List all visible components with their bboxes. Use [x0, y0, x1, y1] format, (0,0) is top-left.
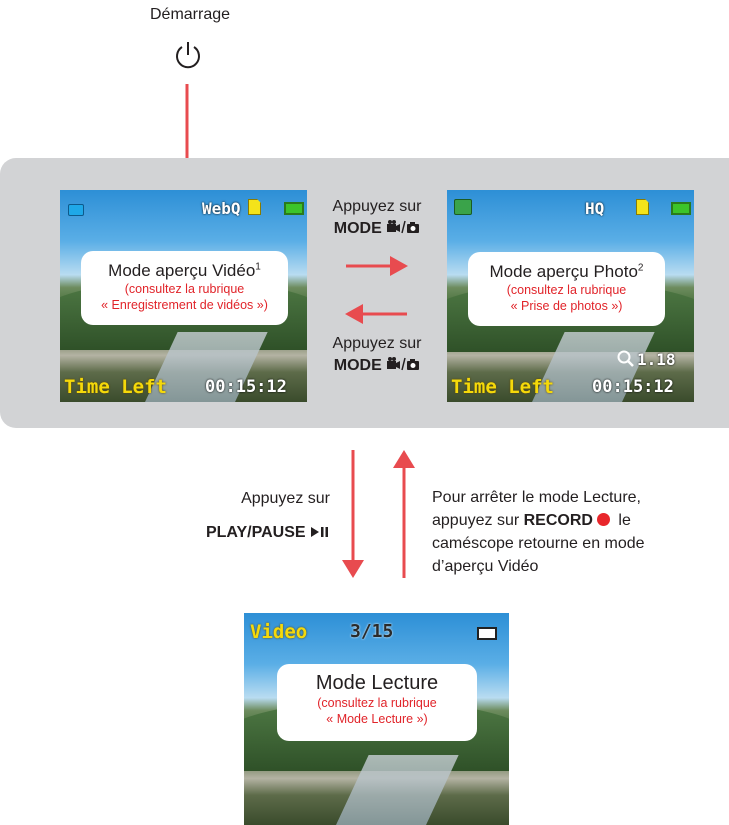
- mode-button-label: MODE: [333, 357, 382, 374]
- mode-switch-bottom-text: Appuyez sur MODE: [312, 333, 442, 377]
- play-pause-button-label: PLAY/PAUSE: [205, 524, 306, 541]
- stop-line4: d’aperçu Vidéo: [432, 558, 539, 575]
- play-pause-icon: [311, 527, 328, 537]
- time-left-value: 00:15:12: [592, 377, 674, 397]
- playback-ref-line1: (consultez la rubrique: [317, 696, 437, 710]
- time-left-value: 00:15:12: [205, 377, 287, 397]
- arrow-left: [345, 304, 407, 324]
- video-mode-footnote: 1: [255, 261, 261, 273]
- stop-instruction: Pour arrêter le mode Lecture, appuyez su…: [432, 486, 722, 578]
- arrow-play-down: [342, 450, 364, 578]
- stop-line2-pre: appuyez sur: [432, 512, 520, 529]
- time-left-label: Time Left: [64, 376, 167, 398]
- arrow-stop-up: [393, 450, 415, 578]
- video-mode-card: Mode aperçu Vidéo1 (consultez la rubriqu…: [81, 251, 288, 325]
- mode-switch-top-text: Appuyez sur MODE: [312, 196, 442, 240]
- photo-ref-line1: (consultez la rubrique: [506, 283, 627, 297]
- stop-line1: Pour arrêter le mode Lecture,: [432, 489, 641, 506]
- sd-card-icon: [248, 199, 261, 215]
- sd-card-icon: [636, 199, 649, 215]
- video-photo-icon: [387, 220, 420, 234]
- quality-label: WebQ: [202, 199, 241, 218]
- battery-icon: [477, 627, 497, 640]
- video-ref-line2: « Enregistrement de vidéos »): [101, 298, 268, 312]
- record-dot-icon: [596, 513, 610, 526]
- power-icon: [176, 42, 200, 69]
- photo-mode-icon: [454, 199, 472, 215]
- photo-mode-footnote: 2: [637, 262, 644, 274]
- battery-icon: [284, 202, 304, 215]
- stop-line2-post: le: [618, 512, 631, 529]
- video-mode-title: Mode aperçu Vidéo: [108, 261, 256, 280]
- zoom-value: 1.18: [637, 350, 676, 369]
- quality-label: HQ: [585, 199, 605, 218]
- file-counter: 3/15: [350, 621, 394, 642]
- playback-mode-card: Mode Lecture (consultez la rubrique « Mo…: [277, 664, 477, 741]
- photo-mode-title: Mode aperçu Photo: [489, 262, 638, 281]
- playback-mode-label: Video: [250, 621, 308, 643]
- playback-mode-title: Mode Lecture: [315, 672, 439, 694]
- switch-bottom-line1: Appuyez sur: [332, 335, 422, 352]
- arrow-right: [346, 256, 408, 276]
- stop-line3: caméscope retourne en mode: [432, 535, 645, 552]
- mode-button-label: MODE: [333, 220, 382, 237]
- time-left-label: Time Left: [451, 376, 554, 398]
- photo-ref-line2: « Prise de photos »): [510, 299, 623, 313]
- video-ref-line1: (consultez la rubrique: [124, 282, 245, 296]
- video-mode-icon: [68, 204, 84, 216]
- photo-mode-card: Mode aperçu Photo2 (consultez la rubriqu…: [468, 252, 665, 326]
- video-photo-icon: [387, 357, 420, 371]
- start-label: Démarrage: [149, 6, 231, 23]
- switch-top-line1: Appuyez sur: [332, 198, 422, 215]
- battery-icon: [671, 202, 691, 215]
- play-line1: Appuyez sur: [241, 490, 330, 507]
- record-button-label: RECORD: [523, 512, 593, 529]
- play-instruction: Appuyez sur PLAY/PAUSE: [150, 490, 330, 542]
- zoom-icon: [617, 350, 634, 367]
- playback-ref-line2: « Mode Lecture »): [326, 712, 428, 726]
